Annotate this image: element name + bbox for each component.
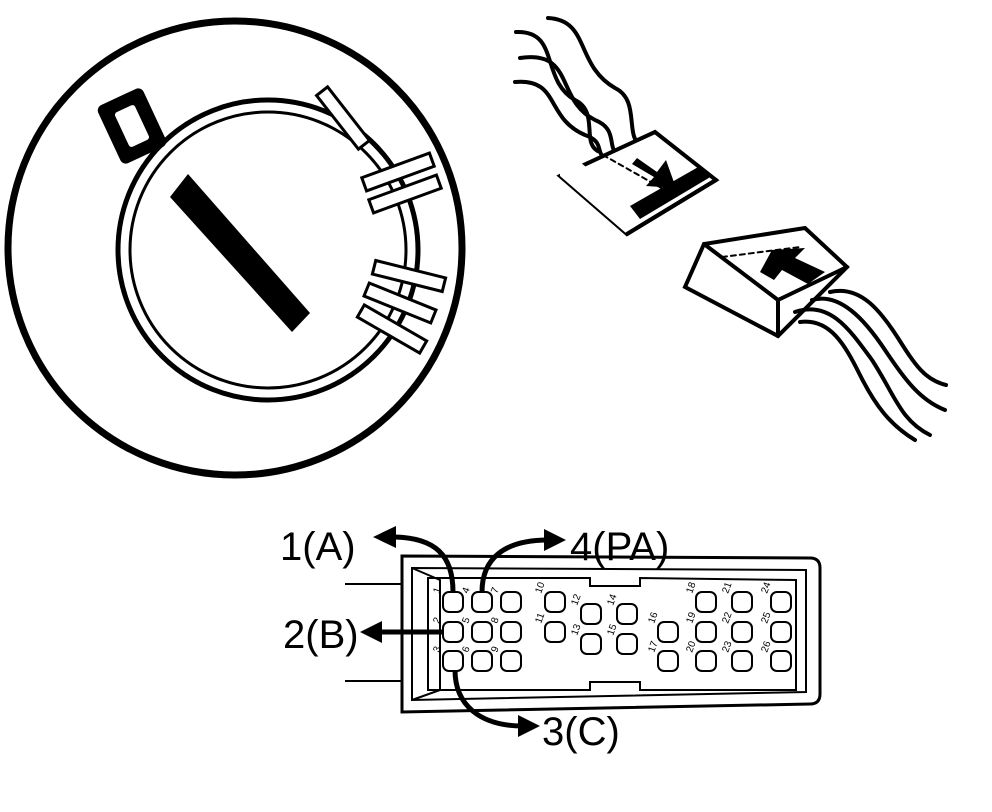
dial-knob-inner [128,110,408,390]
rotary-switch [4,17,466,479]
insert-arrow-down [632,158,676,188]
connector-pin [442,650,464,672]
connector-pin [544,621,566,643]
pin-number-label: 20 [684,639,698,654]
connector-pin [695,650,717,672]
position-3-mark [355,258,448,356]
multi-pin-connector: 1234567891011121314151617181920212223242… [345,554,822,714]
pin-number-label: 12 [569,592,583,607]
pin-number-label: 2 [431,616,443,625]
connector-pin [471,650,493,672]
pin-number-label: 24 [759,580,773,595]
pin-number-label: 23 [720,639,734,654]
pin-number-label: 4 [460,586,472,595]
connector-pin [616,603,638,625]
pin-number-label: 6 [460,645,472,654]
pin-number-label: 15 [605,622,619,637]
connector-pin [500,591,522,613]
connector-pin [731,621,753,643]
pin-number-label: 11 [533,611,547,625]
pin-number-label: 21 [720,580,734,595]
callout-arrows [378,534,549,729]
lower-plug-wires [793,288,948,442]
pin-number-label: 25 [759,610,773,625]
pin-number-label: 10 [533,580,547,595]
position-1-mark [314,84,372,152]
dial-pointer [170,174,310,332]
upper-plug-body [556,129,720,237]
connector-pin [731,591,753,613]
connector-pin [544,591,566,613]
connector-pins: 1234567891011121314151617181920212223242… [431,580,792,672]
connector-pin [695,591,717,613]
upper-plug-wires [513,16,642,160]
connector-pin [770,650,792,672]
arrow-4-pa [479,537,549,593]
connector-pin [471,621,493,643]
pin-number-label: 16 [646,610,660,625]
pin-number-label: 1 [431,586,443,595]
connector-pin [442,621,464,643]
connector-pin [500,650,522,672]
lower-plug-body [682,225,850,339]
plug-connectors [513,16,948,442]
pin-number-label: 18 [684,580,698,595]
arrow-3-c [452,669,524,729]
arrow-heads [360,526,566,737]
connector-pin [580,603,602,625]
pin-number-label: 22 [720,610,734,625]
callout-label-1-a: 1(A) [280,525,356,569]
arrow-1-a [394,534,456,593]
pin-number-label: 14 [605,592,619,607]
connector-pin [731,650,753,672]
connector-pin [616,633,638,655]
callout-label-2-b: 2(B) [283,613,359,657]
callout-label-4-pa: 4(PA) [570,525,669,569]
pin-number-label: 17 [646,639,660,654]
connector-pin [657,650,679,672]
connector-pin [580,633,602,655]
pin-number-label: 8 [489,616,501,625]
position-2-mark [359,151,444,215]
pin-number-label: 9 [489,645,501,654]
connector-pin [657,621,679,643]
connector-pin [500,621,522,643]
connector-pin [770,591,792,613]
connector-pin [695,621,717,643]
position-0-mark [97,88,167,164]
pin-number-label: 19 [684,610,698,625]
pin-number-label: 3 [431,645,443,654]
connector-pin [770,621,792,643]
callout-label-3-c: 3(C) [542,710,620,754]
connector-pin [471,591,493,613]
connector-pin [442,591,464,613]
pin-number-label: 5 [460,616,472,625]
pin-number-label: 26 [759,639,773,654]
pin-number-label: 7 [489,586,501,595]
pin-number-label: 13 [569,622,583,637]
insert-arrow-up [760,248,825,284]
